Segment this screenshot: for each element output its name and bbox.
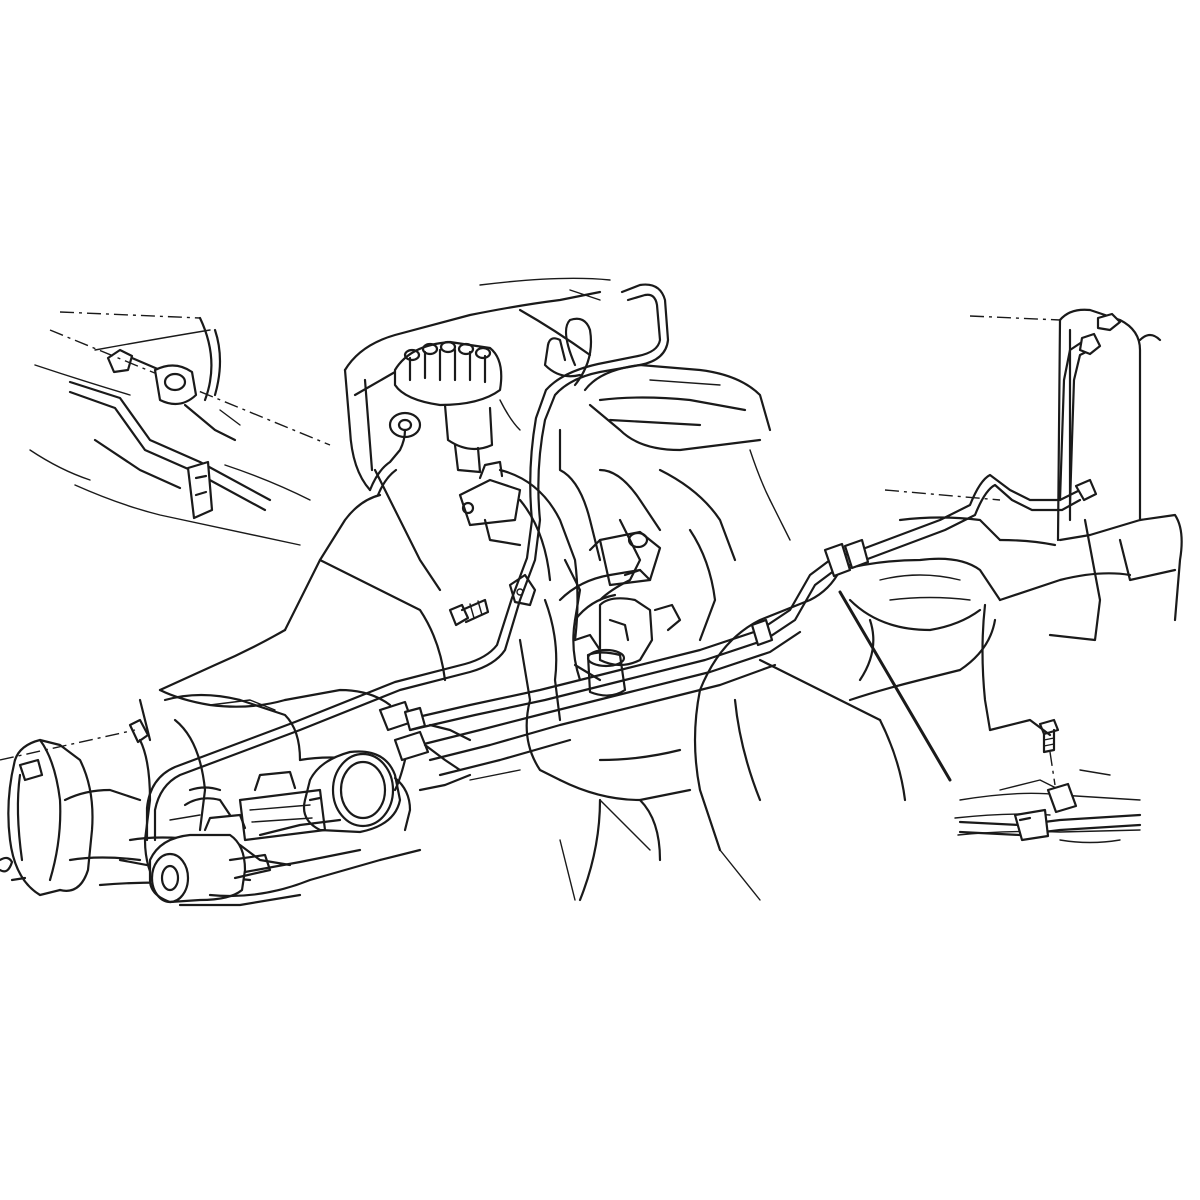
detail-callout: [838, 590, 952, 782]
inset-detail-clip-bottom-right: [954, 718, 1142, 844]
inset-detail-clip-top-left: [29, 311, 331, 546]
starter-motor: [238, 750, 412, 842]
background-linework: [469, 399, 791, 901]
brake-fuel-lines: [145, 283, 1102, 842]
transmission-housing: [0, 493, 447, 897]
frame-rail: [558, 308, 1183, 902]
lower-fitting-assembly: [148, 813, 422, 907]
engine-block: [343, 277, 772, 782]
